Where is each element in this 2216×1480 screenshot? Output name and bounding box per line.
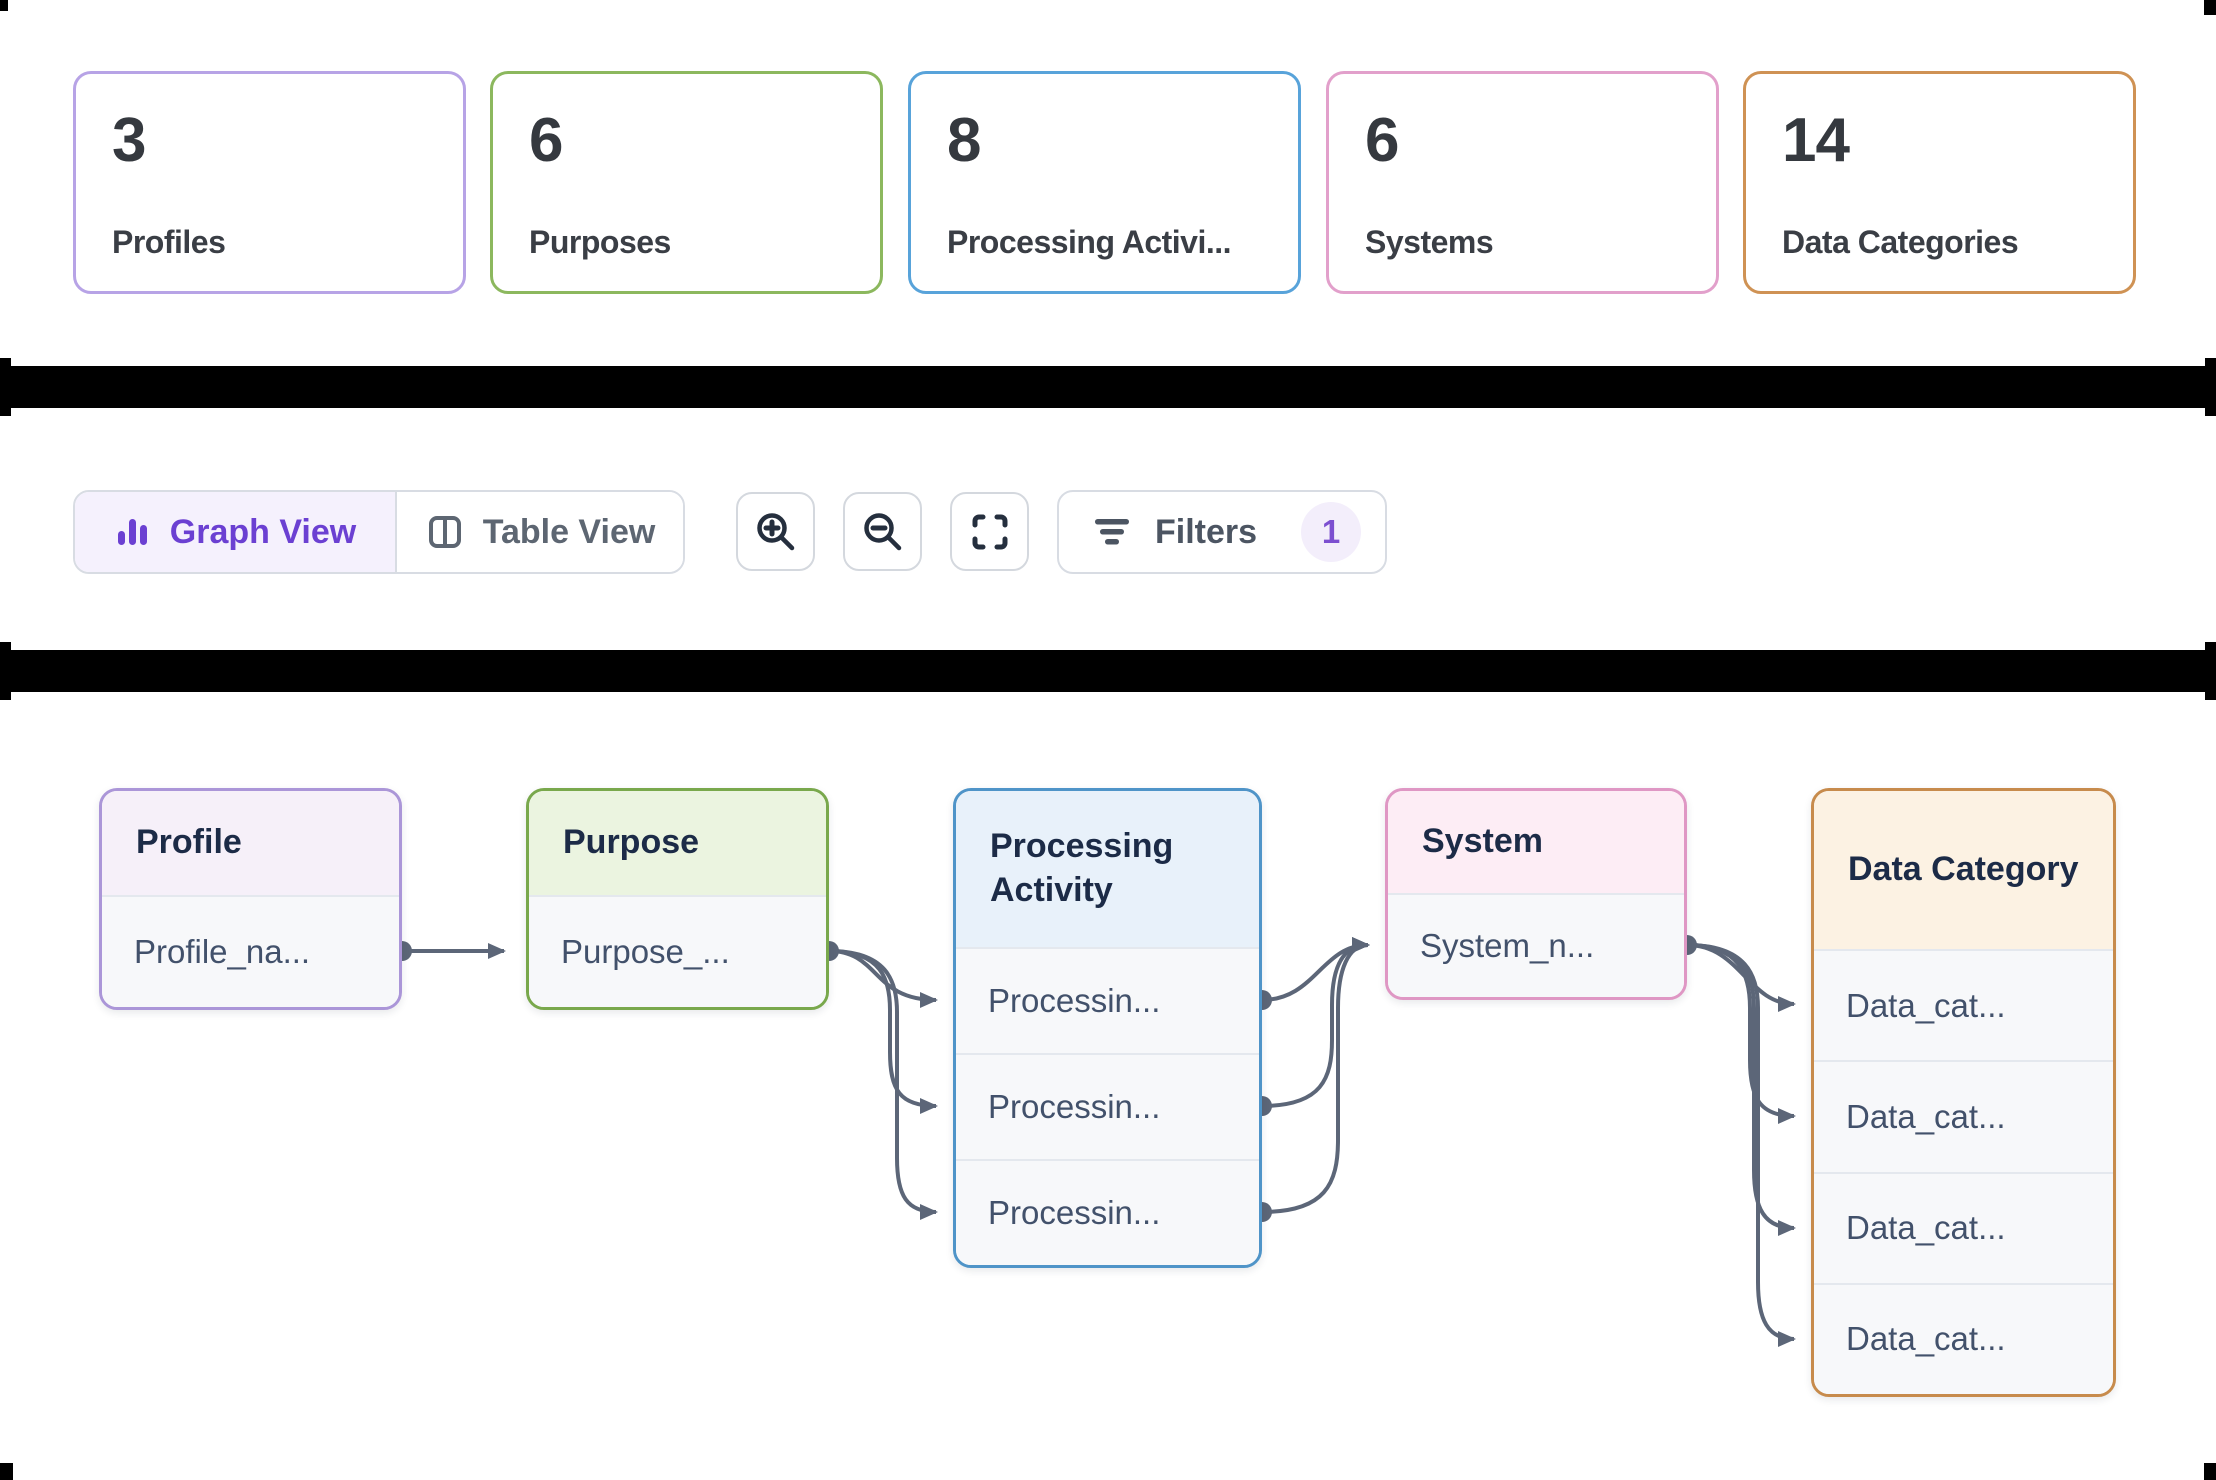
fit-view-button[interactable] [950,492,1029,571]
edge-system-dc2 [1686,943,1796,1124]
fit-view-icon [968,510,1012,554]
zoom-out-button[interactable] [843,492,922,571]
stat-label: Data Categories [1782,224,2019,260]
graph-node-system[interactable]: System System_n... [1385,788,1687,1000]
node-row[interactable]: Processin... [956,947,1259,1053]
stat-value: 14 [1782,106,1850,175]
edge-system-dc1 [1686,943,1796,1012]
edge-purpose-pa2 [828,949,938,1114]
node-title: Purpose [563,823,700,862]
redaction-bar-middle [0,650,2216,692]
stat-value: 6 [1365,106,1399,175]
corner-mark-bottom-left [0,1463,13,1480]
node-title: Data Category [1848,850,2079,889]
node-row[interactable]: Purpose_... [529,895,826,1007]
node-title: Profile [136,823,242,862]
node-header: Data Category [1814,791,2113,949]
node-header: System [1388,791,1684,893]
stat-label: Processing Activi... [947,224,1232,260]
table-columns-icon [425,512,465,552]
node-row[interactable]: Profile_na... [102,895,399,1007]
stat-label: Profiles [112,224,226,260]
redaction-bar-top [0,366,2216,408]
corner-mark-top-right [2204,0,2216,15]
stat-label: Purposes [529,224,671,260]
corner-mark-top-left [0,0,8,11]
edge-pa1-system [1261,937,1370,1002]
filters-button[interactable]: Filters 1 [1057,490,1387,574]
edge-pa2-system [1261,937,1370,1108]
graph-node-processing-activity[interactable]: Processing Activity Processin... Process… [953,788,1262,1268]
edge-purpose-pa1 [828,949,938,1008]
filters-label: Filters [1155,512,1258,551]
node-header: Processing Activity [956,791,1259,947]
stat-card-systems: 6 Systems [1326,71,1719,294]
node-row[interactable]: Data_cat... [1814,1282,2113,1394]
node-row[interactable]: Processin... [956,1159,1259,1265]
node-row[interactable]: Data_cat... [1814,949,2113,1061]
tab-graph-view[interactable]: Graph View [75,492,397,572]
tab-label: Table View [482,512,656,551]
zoom-in-icon [753,509,799,555]
node-header: Profile [102,791,399,895]
node-title: System [1422,822,1543,861]
stat-card-purposes: 6 Purposes [490,71,883,294]
stat-card-data-categories: 14 Data Categories [1743,71,2136,294]
view-toggle: Graph View Table View [73,490,685,574]
stat-label: Systems [1365,224,1494,260]
redaction-bar-cap [0,358,11,416]
stat-value: 8 [947,106,981,175]
stat-card-profiles: 3 Profiles [73,71,466,294]
tab-label: Graph View [169,512,357,551]
edge-system-dc3 [1686,943,1796,1236]
bar-chart-icon [114,513,152,551]
node-row[interactable]: Processin... [956,1053,1259,1159]
graph-node-purpose[interactable]: Purpose Purpose_... [526,788,829,1010]
stat-value: 6 [529,106,563,175]
stat-card-processing-activities: 8 Processing Activi... [908,71,1301,294]
edge-purpose-pa3 [828,949,938,1220]
graph-node-data-category[interactable]: Data Category Data_cat... Data_cat... Da… [1811,788,2116,1397]
node-row[interactable]: System_n... [1388,893,1684,997]
redaction-bar-cap [2205,358,2216,416]
filters-count-badge: 1 [1301,502,1361,562]
corner-mark-bottom-right [2204,1463,2216,1480]
edge-system-dc4 [1686,943,1796,1347]
filter-lines-icon [1091,514,1133,550]
zoom-out-icon [860,509,906,555]
zoom-in-button[interactable] [736,492,815,571]
graph-node-profile[interactable]: Profile Profile_na... [99,788,402,1010]
tab-table-view[interactable]: Table View [397,492,683,572]
stat-value: 3 [112,106,146,175]
redaction-bar-cap [0,642,11,700]
edge-pa3-system [1261,937,1370,1214]
node-title: Processing Activity [990,827,1174,909]
node-row[interactable]: Data_cat... [1814,1171,2113,1283]
redaction-bar-cap [2205,642,2216,700]
node-header: Purpose [529,791,826,895]
node-row[interactable]: Data_cat... [1814,1060,2113,1172]
